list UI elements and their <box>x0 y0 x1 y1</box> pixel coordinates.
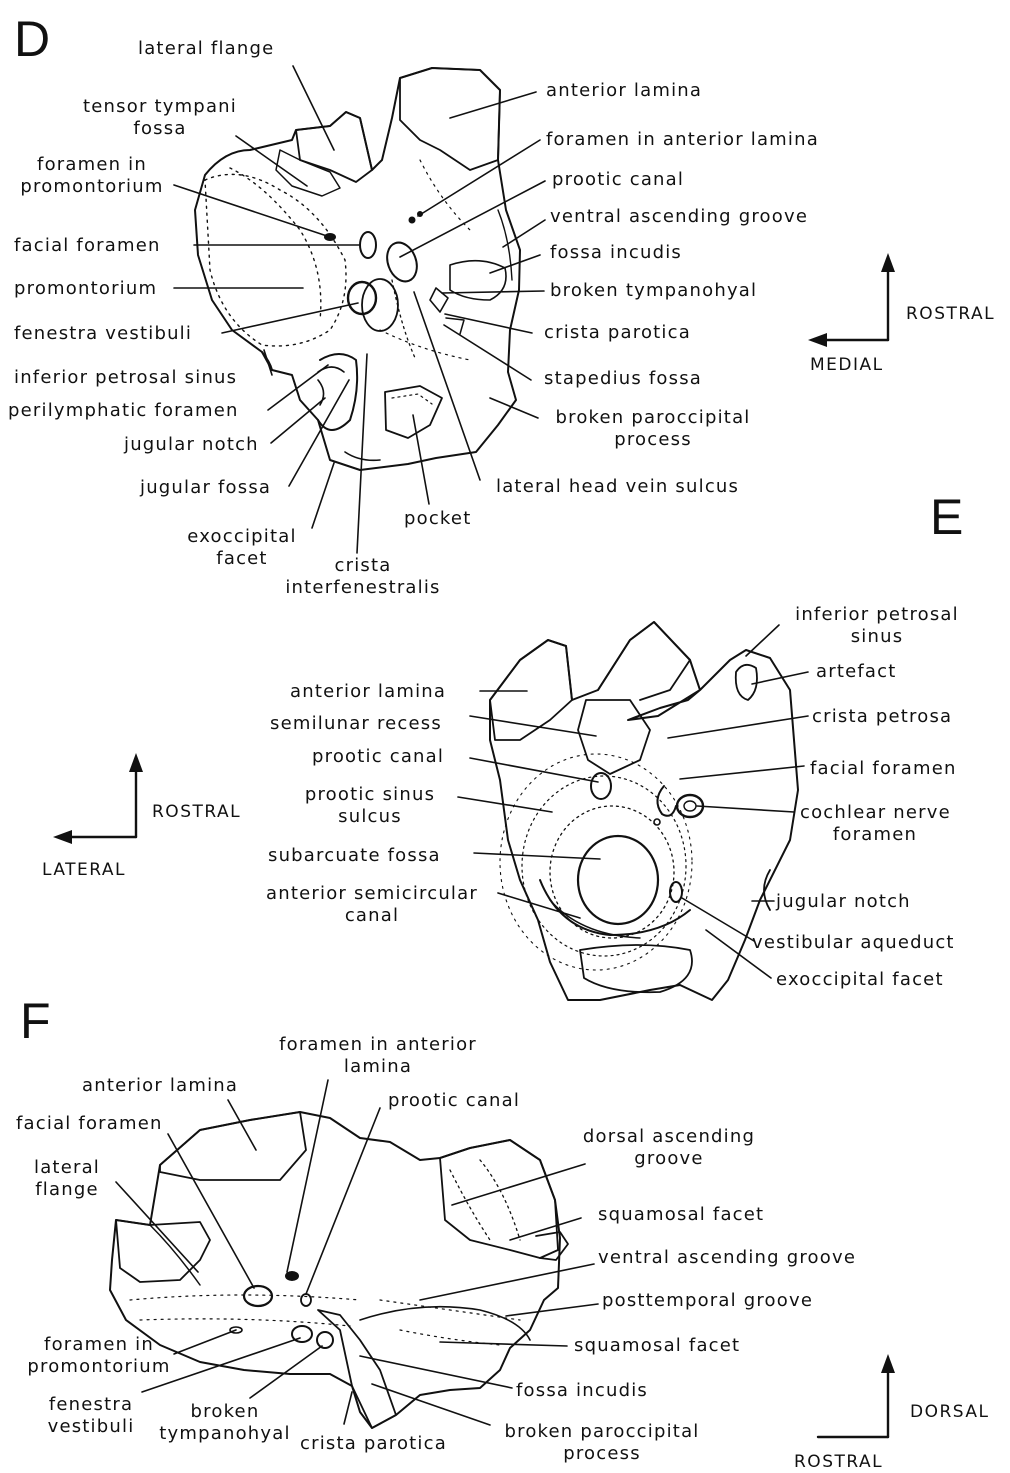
label-e-inferior-petrosal-sinus: inferior petrosal sinus <box>780 604 974 648</box>
compass-d-up-label: ROSTRAL <box>906 304 995 324</box>
label-f-fossa-incudis: fossa incudis <box>516 1380 648 1402</box>
panel-letter-d: D <box>14 12 50 66</box>
panel-letter-e: E <box>930 490 963 544</box>
label-d-perilymphatic-foramen: perilymphatic foramen <box>8 400 239 422</box>
label-d-stapedius-fossa: stapedius fossa <box>544 368 702 390</box>
label-d-facial-foramen: facial foramen <box>14 235 161 257</box>
compass-e-up-label: ROSTRAL <box>152 802 241 822</box>
label-e-jugular-notch: jugular notch <box>776 891 911 913</box>
panel-letter-f: F <box>20 994 51 1048</box>
label-d-broken-tympanohyal: broken tympanohyal <box>550 280 757 302</box>
compass-e-side-label: LATERAL <box>42 860 126 880</box>
compass-f <box>818 1354 895 1437</box>
label-e-artefact: artefact <box>816 661 896 683</box>
compass-f-up-label: DORSAL <box>910 1402 990 1422</box>
label-d-inferior-petrosal-sinus: inferior petrosal sinus <box>14 367 237 389</box>
label-f-crista-parotica: crista parotica <box>300 1433 447 1455</box>
label-d-foramen-in-anterior-lamina: foramen in anterior lamina <box>546 129 819 151</box>
label-f-broken-tympanohyal: broken tympanohyal <box>150 1401 300 1445</box>
label-f-foramen-in-promontorium: foramen in promontorium <box>24 1334 174 1378</box>
label-f-dorsal-ascending-groove: dorsal ascending groove <box>560 1126 778 1170</box>
label-f-broken-paroccipital-process: broken paroccipital process <box>494 1421 710 1465</box>
label-d-promontorium: promontorium <box>14 278 157 300</box>
label-d-ventral-ascending-groove: ventral ascending groove <box>550 206 808 228</box>
label-d-pocket: pocket <box>404 508 471 530</box>
label-d-jugular-fossa: jugular fossa <box>140 477 271 499</box>
label-d-crista-interfenestralis: crista interfenestralis <box>270 555 456 599</box>
label-d-fossa-incudis: fossa incudis <box>550 242 682 264</box>
label-e-semilunar-recess: semilunar recess <box>270 713 442 735</box>
label-e-exoccipital-facet: exoccipital facet <box>776 969 944 991</box>
label-e-facial-foramen: facial foramen <box>810 758 957 780</box>
label-e-subarcuate-fossa: subarcuate fossa <box>268 845 441 867</box>
label-e-crista-petrosa: crista petrosa <box>812 706 952 728</box>
label-d-anterior-lamina: anterior lamina <box>546 80 702 102</box>
label-d-lateral-flange: lateral flange <box>138 38 274 60</box>
label-f-anterior-lamina: anterior lamina <box>82 1075 238 1097</box>
label-d-tensor-tympani-fossa: tensor tympani fossa <box>50 96 270 140</box>
compass-d <box>808 253 895 347</box>
label-d-crista-parotica: crista parotica <box>544 322 691 344</box>
label-d-lateral-head-vein-sulcus: lateral head vein sulcus <box>496 476 739 498</box>
label-d-broken-paroccipital-process: broken paroccipital process <box>546 407 760 451</box>
specimen-f-outline <box>110 1112 568 1428</box>
label-f-facial-foramen: facial foramen <box>16 1113 163 1135</box>
label-d-fenestra-vestibuli: fenestra vestibuli <box>14 323 192 345</box>
label-d-jugular-notch: jugular notch <box>124 434 259 456</box>
label-e-cochlear-nerve-foramen: cochlear nerve foramen <box>800 802 950 846</box>
compass-e <box>53 753 143 844</box>
label-d-prootic-canal: prootic canal <box>552 169 684 191</box>
label-f-squamosal-facet-lower: squamosal facet <box>574 1335 740 1357</box>
label-f-squamosal-facet-upper: squamosal facet <box>598 1204 764 1226</box>
label-f-ventral-ascending-groove: ventral ascending groove <box>598 1247 856 1269</box>
label-e-prootic-canal: prootic canal <box>312 746 444 768</box>
label-e-anterior-lamina: anterior lamina <box>290 681 446 703</box>
label-e-prootic-sinus-sulcus: prootic sinus sulcus <box>290 784 450 828</box>
label-f-fenestra-vestibuli: fenestra vestibuli <box>36 1394 146 1438</box>
label-f-prootic-canal: prootic canal <box>388 1090 520 1112</box>
label-d-foramen-in-promontorium: foramen in promontorium <box>14 154 170 198</box>
label-f-lateral-flange: lateral flange <box>20 1157 114 1201</box>
label-f-posttemporal-groove: posttemporal groove <box>602 1290 813 1312</box>
label-f-foramen-in-anterior-lamina: foramen in anterior lamina <box>266 1034 490 1078</box>
compass-d-side-label: MEDIAL <box>810 355 884 375</box>
leader-lines-f <box>116 1080 598 1425</box>
label-e-vestibular-aqueduct: vestibular aqueduct <box>752 932 955 954</box>
compass-f-side-label: ROSTRAL <box>794 1452 883 1472</box>
leader-lines-e <box>458 625 808 978</box>
label-e-anterior-semicircular-canal: anterior semicircular canal <box>250 883 494 927</box>
